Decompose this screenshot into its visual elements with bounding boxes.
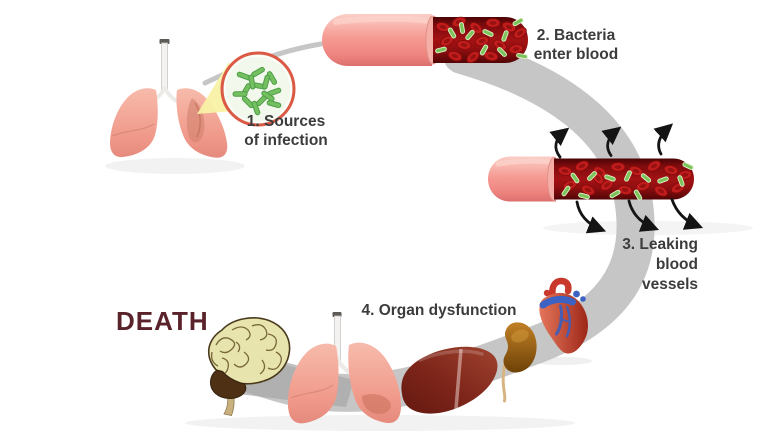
label-line: blood [655,256,698,273]
lung-dent [362,394,391,414]
label-step2-bacteria-enter-blood: 2. Bacteria enter blood [514,26,638,64]
label-line: enter blood [533,46,619,63]
heart-icon [539,277,588,354]
label-line: 4. Organ dysfunction [361,302,517,319]
label-line: of infection [244,132,328,149]
blood-vessel-icon [322,14,529,66]
lungs-icon [287,312,402,424]
leak-arrows-icon [549,123,704,234]
liver-icon [401,346,498,414]
label-step4-organ-dysfunction: 4. Organ dysfunction [356,301,522,320]
label-line: 2. Bacteria [536,27,616,44]
label-step1-sources-of-infection: 1. Sources of infection [220,112,352,150]
kidney-icon [501,322,537,403]
label-line: 1. Sources [246,113,326,130]
brain-icon [207,317,291,416]
vessel-tube [322,14,432,66]
label-line: vessels [641,276,698,293]
left-lung [109,88,158,158]
label-step3-leaking-blood-vessels: 3. Leaking blood vessels [592,235,698,295]
death-label: DEATH [116,306,209,336]
bacteria-callout [197,51,296,127]
aorta [549,277,572,301]
pulmonary-artery [539,295,576,309]
cerebellum [210,369,247,399]
bacteria-icon [232,66,282,116]
left-lung [287,343,339,424]
leaking-blood-vessel-icon [488,123,704,234]
heart-body [539,292,588,354]
vessel-tube [488,156,556,202]
label-line: 3. Leaking [622,236,698,253]
